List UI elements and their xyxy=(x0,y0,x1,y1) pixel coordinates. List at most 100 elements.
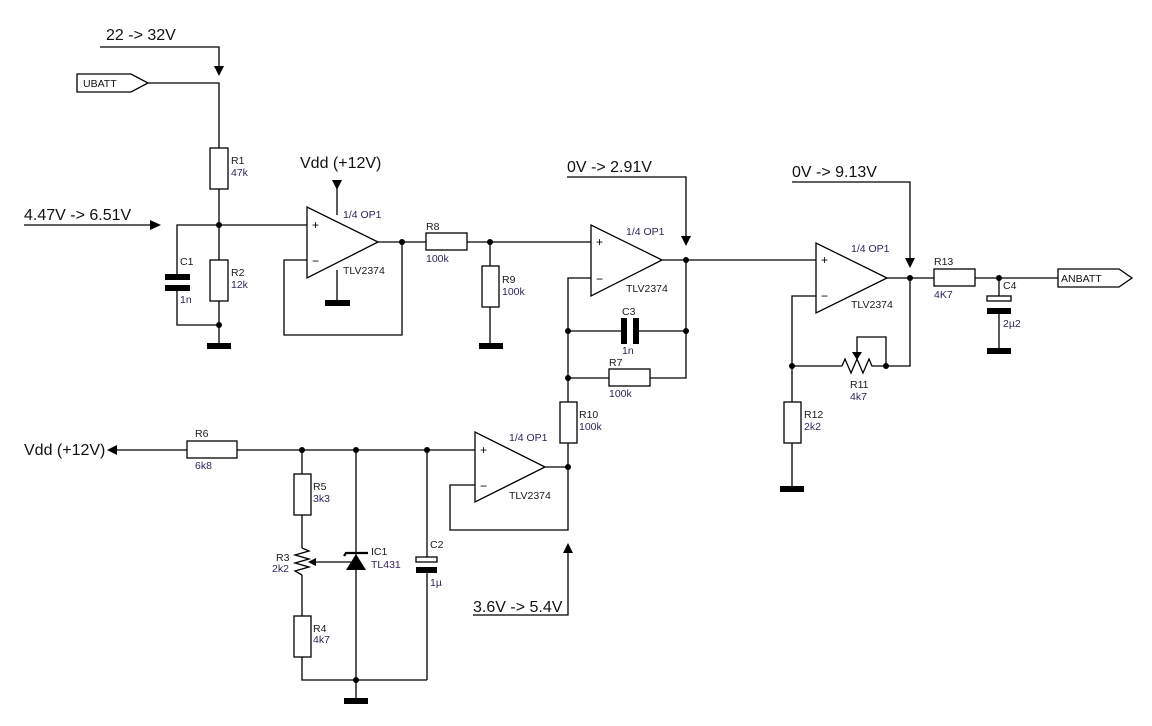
stage2-range-annotation: 0V -> 2.91V xyxy=(567,159,691,246)
opamp-4: + − 1/4 OP1 TLV2374 xyxy=(815,241,893,315)
capacitor-c2: C2 1µ xyxy=(415,450,444,680)
junction xyxy=(683,328,689,334)
components-R11-name-label: R11 xyxy=(850,379,869,391)
ubatt-flag: UBATT xyxy=(76,73,150,93)
ubatt-label: UBATT xyxy=(83,78,117,90)
components-R2-name-label: R2 xyxy=(231,267,245,279)
opamps-2-type-label: TLV2374 xyxy=(509,490,551,502)
components-R7-name-label: R7 xyxy=(609,357,623,369)
resistor-r10: R10 100k xyxy=(559,401,603,467)
wiper-arrow-icon xyxy=(308,558,316,566)
arrow-right-icon xyxy=(150,220,161,230)
components-C1-value-label: 1n xyxy=(180,294,192,306)
components-R10-name-label: R10 xyxy=(579,409,598,421)
opamps-3-part-label: 1/4 OP1 xyxy=(851,243,890,255)
components-R7-value-label: 100k xyxy=(609,388,633,400)
resistor-r4: R4 4k7 xyxy=(293,575,427,681)
opamps-3-type-label: TLV2374 xyxy=(851,299,893,311)
ground-icon xyxy=(344,698,368,704)
components-R11-value-label: 4k7 xyxy=(850,391,867,403)
components-C4-value-label: 2µ2 xyxy=(1003,318,1021,330)
opamps-1-type-label: TLV2374 xyxy=(626,283,668,295)
components-R9-value-label: 100k xyxy=(502,286,526,298)
pins-plus-label: + xyxy=(480,443,487,457)
vdd-left-label: Vdd (+12V) xyxy=(24,442,105,459)
components-R5-name-label: R5 xyxy=(313,481,327,493)
ground-icon xyxy=(780,486,804,492)
ref-range-label: 3.6V -> 5.4V xyxy=(473,599,563,616)
ground-icon xyxy=(207,343,231,349)
pins-minus-label: − xyxy=(596,272,603,286)
resistor-r13: R13 4K7 xyxy=(933,256,976,301)
resistor-r2: R2 12k xyxy=(209,259,249,302)
opamps-2-part-label: 1/4 OP1 xyxy=(509,432,548,444)
components-R10-value-label: 100k xyxy=(579,421,603,433)
vdd-top-label: Vdd (+12V) xyxy=(300,155,381,172)
components-R5-value-label: 3k3 xyxy=(313,493,330,505)
resistor-r1: R1 47k xyxy=(209,147,249,190)
divider-range-annotation: 4.47V -> 6.51V xyxy=(24,207,161,230)
ref-range-annotation: 3.6V -> 5.4V xyxy=(473,543,573,616)
potentiometer-r3: R3 2k2 xyxy=(272,547,356,576)
resistor-r8: R8 100k xyxy=(425,221,468,265)
arrow-down-icon xyxy=(681,236,691,246)
components-IC1-name-label: IC1 xyxy=(371,546,388,558)
components-R3-value-label: 2k2 xyxy=(272,563,289,575)
components-C1-name-label: C1 xyxy=(180,256,194,268)
resistor-r12: R12 2k2 xyxy=(783,401,823,486)
components-R2-value-label: 12k xyxy=(231,279,249,291)
junction xyxy=(565,328,571,334)
anbatt-flag: ANBATT xyxy=(1057,268,1134,288)
capacitor-c3: C3 1n xyxy=(568,306,686,357)
stage2-range-label: 0V -> 2.91V xyxy=(567,159,652,176)
divider-range-label: 4.47V -> 6.51V xyxy=(24,207,132,224)
arrow-up-icon xyxy=(563,543,573,553)
pins-plus-label: + xyxy=(312,218,319,232)
wiper-arrow-icon xyxy=(852,352,862,360)
opamp-1: + − 1/4 OP1 TLV2374 xyxy=(306,205,385,280)
junction xyxy=(565,375,571,381)
ubatt-range-annotation: 22 -> 32V xyxy=(100,27,224,76)
components-IC1-value-label: TL431 xyxy=(371,559,401,571)
pins-plus-label: + xyxy=(596,235,603,249)
resistor-r9: R9 100k xyxy=(481,242,526,343)
capacitor-c4: C4 2µ2 xyxy=(986,278,1021,348)
ground-icon xyxy=(987,348,1011,354)
anbatt-label: ANBATT xyxy=(1061,273,1102,285)
components-C4-name-label: C4 xyxy=(1003,280,1017,292)
stage3-range-label: 0V -> 9.13V xyxy=(792,164,877,181)
components-R4-name-label: R4 xyxy=(313,623,327,635)
opamps-1-part-label: 1/4 OP1 xyxy=(626,226,665,238)
components-R1-value-label: 47k xyxy=(231,167,249,179)
stage3-range-annotation: 0V -> 9.13V xyxy=(792,164,915,268)
pins-minus-label: − xyxy=(312,254,319,268)
potentiometer-r11: R11 4k7 xyxy=(792,278,911,403)
components-R9-name-label: R9 xyxy=(502,274,516,286)
components-R13-value-label: 4K7 xyxy=(934,289,953,301)
pins-plus-label: + xyxy=(821,253,828,267)
junction xyxy=(216,322,222,328)
resistor-r5: R5 3k3 xyxy=(293,450,330,548)
components-R3-name-label: R3 xyxy=(276,552,290,564)
capacitor-c1: C1 1n xyxy=(165,224,219,326)
opamp-2: + − 1/4 OP1 TLV2374 xyxy=(590,223,668,298)
components-C3-name-label: C3 xyxy=(622,306,636,318)
opamps-0-type-label: TLV2374 xyxy=(343,265,385,277)
components-C2-value-label: 1µ xyxy=(430,577,442,589)
components-R12-value-label: 2k2 xyxy=(804,421,821,433)
components-R6-name-label: R6 xyxy=(195,428,209,440)
arrow-down-icon xyxy=(214,66,224,76)
components-R12-name-label: R12 xyxy=(804,409,823,421)
components-R8-value-label: 100k xyxy=(426,253,450,265)
ground-icon xyxy=(479,343,503,349)
pins-minus-label: − xyxy=(480,479,487,493)
components-R1-name-label: R1 xyxy=(231,155,245,167)
shunt-reference-ic1: IC1 TL431 xyxy=(343,450,401,680)
arrow-down-icon xyxy=(905,258,915,268)
components-R13-name-label: R13 xyxy=(934,256,953,268)
opamp-3: + − 1/4 OP1 TLV2374 xyxy=(474,430,551,504)
resistor-r6: R6 6k8 xyxy=(186,428,238,472)
ubatt-range-label: 22 -> 32V xyxy=(106,27,176,44)
